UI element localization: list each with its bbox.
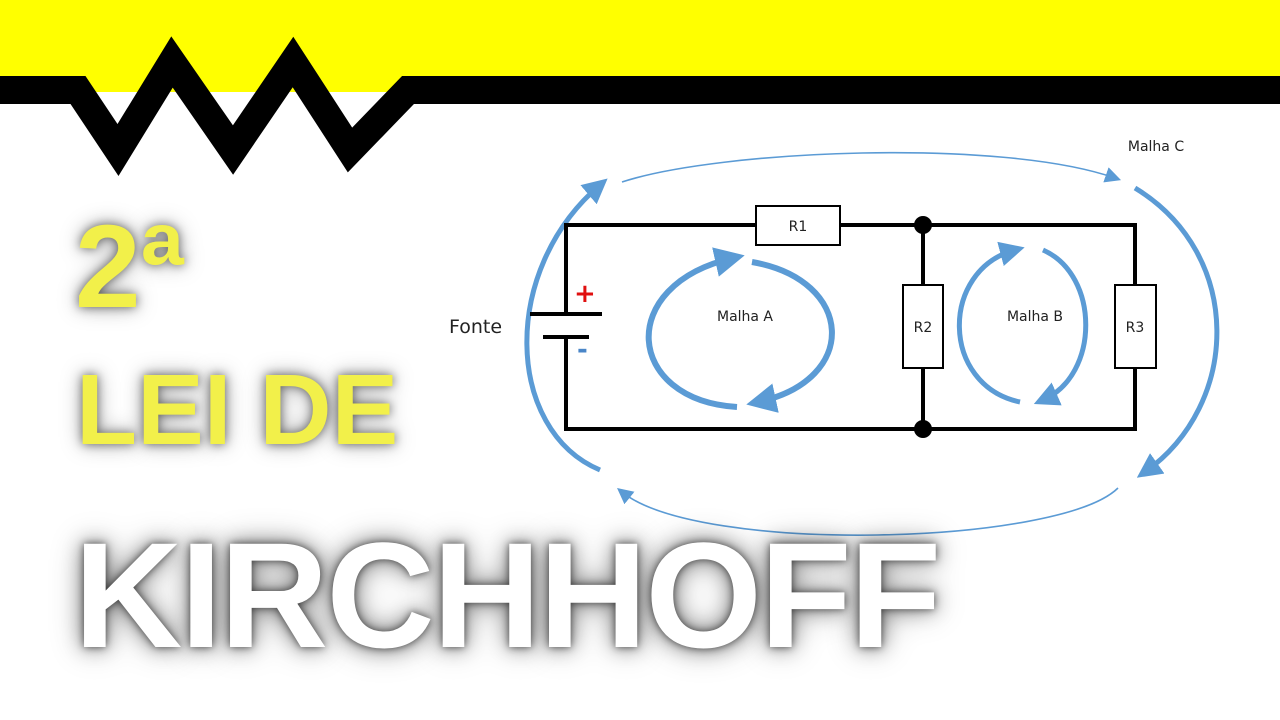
title-kirchhoff: KIRCHHOFF: [74, 511, 941, 679]
mesh-c-arrow-left-up: [524, 178, 608, 473]
resistor-r1: R1: [755, 205, 841, 246]
mesh-b-arrows: [956, 241, 1089, 406]
mesh-a-label: Malha A: [717, 309, 773, 325]
mesh-b-label: Malha B: [1007, 309, 1063, 325]
mesh-c-arrow-right-down: [1133, 185, 1220, 478]
mesh-c-arrow-top: [621, 151, 1122, 183]
resistor-r3: R3: [1114, 284, 1157, 369]
title-lei-de: LEI DE: [76, 354, 399, 466]
mesh-c-arrow-bottom: [617, 487, 1119, 536]
minus-sign: -: [577, 335, 588, 365]
mesh-c-label: Malha C: [1128, 139, 1184, 155]
resistor-zigzag-icon: [0, 36, 1280, 176]
mesh-a-arrows: [645, 247, 835, 413]
resistor-r2: R2: [902, 284, 944, 369]
mesh-c-arrows: [524, 151, 1220, 536]
svg-text:R1: R1: [789, 219, 808, 235]
junction-node-bottom: [914, 420, 932, 438]
battery-icon: [530, 312, 602, 339]
source-label: Fonte: [449, 316, 502, 338]
junction-node-top: [914, 216, 932, 234]
title-ordinal: 2ª: [75, 201, 185, 333]
plus-sign: +: [574, 279, 596, 309]
header-banner: [0, 0, 1280, 176]
circuit-wires: [564, 223, 1137, 431]
svg-text:R3: R3: [1126, 320, 1145, 336]
svg-text:R2: R2: [914, 320, 933, 336]
